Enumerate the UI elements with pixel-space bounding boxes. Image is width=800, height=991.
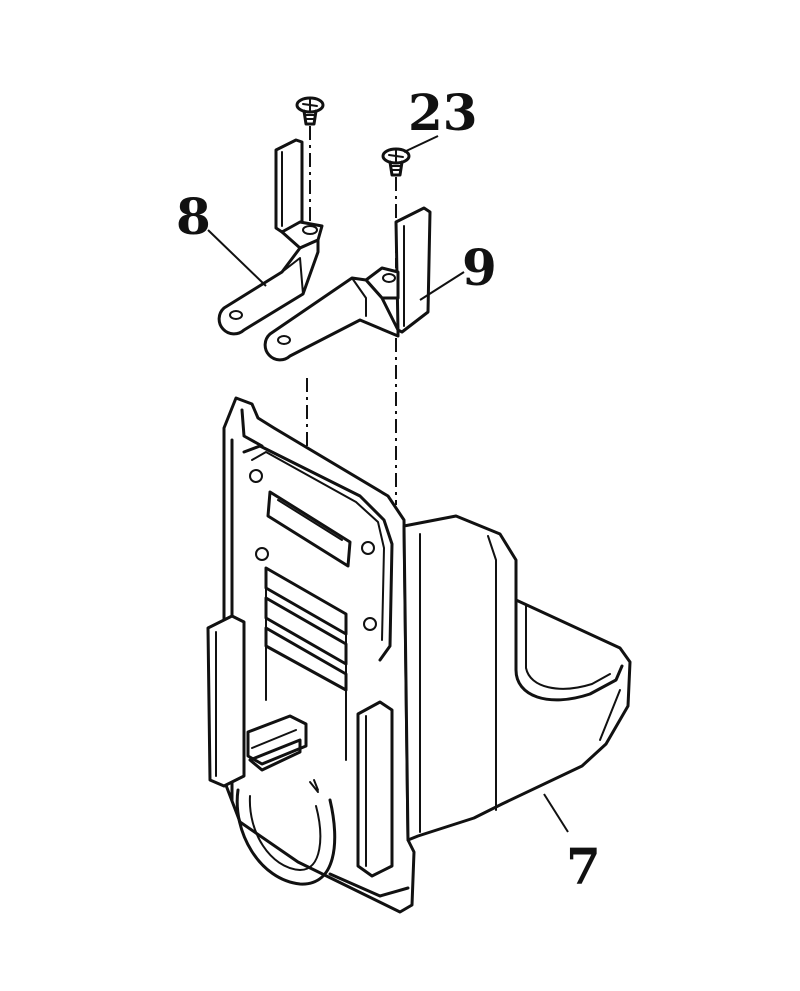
leader-23 <box>403 135 439 153</box>
leader-7 <box>543 793 569 833</box>
callout-9: 9 <box>462 238 497 297</box>
leader-8 <box>207 229 267 287</box>
screw-right <box>381 147 411 177</box>
holder-body-7 <box>206 396 632 914</box>
callout-23: 23 <box>408 83 478 142</box>
screw-left <box>295 96 325 126</box>
callout-7: 7 <box>566 837 601 896</box>
bracket-8 <box>217 138 324 336</box>
leader-9 <box>419 271 465 301</box>
bracket-9 <box>263 206 432 362</box>
callout-8: 8 <box>176 187 211 246</box>
